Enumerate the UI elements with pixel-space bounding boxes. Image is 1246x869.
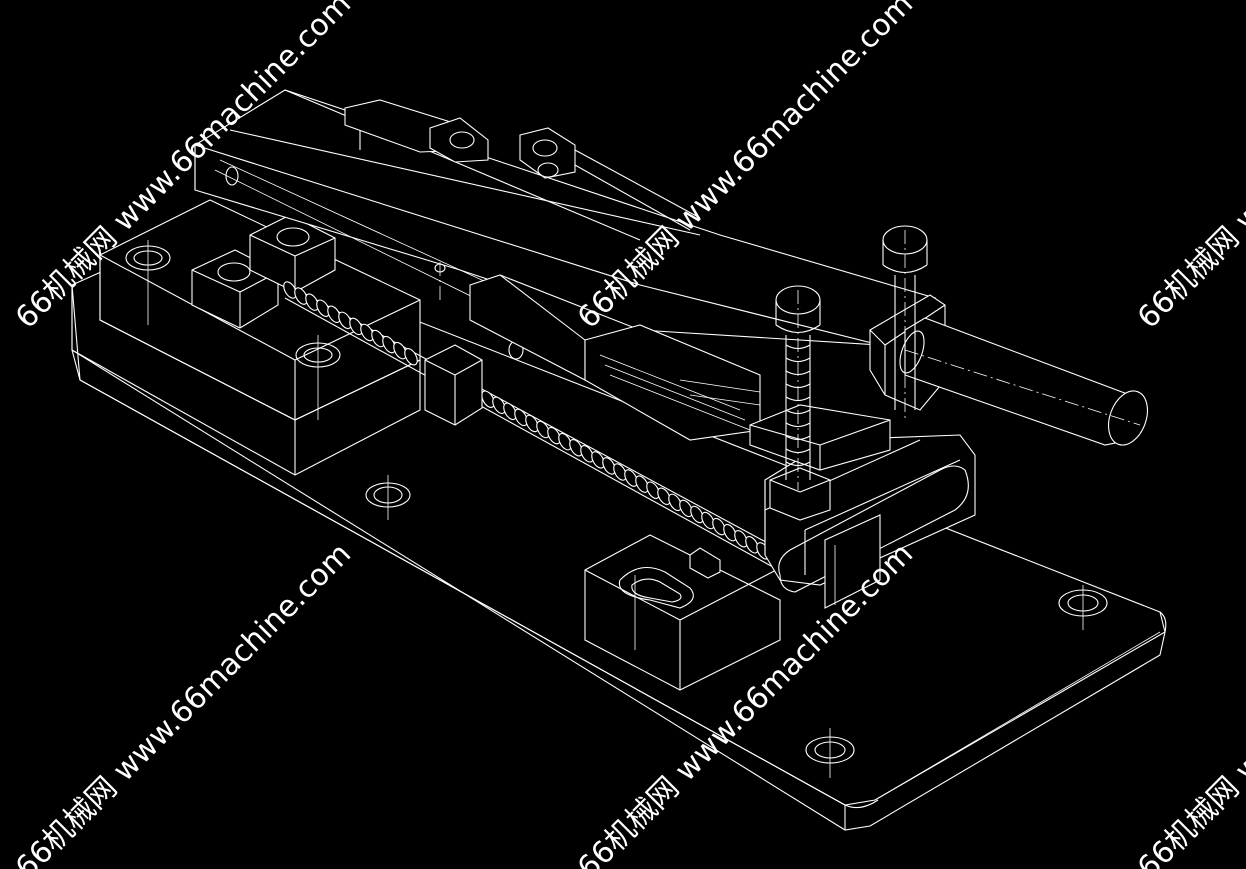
screw-thread bbox=[481, 390, 495, 408]
screw-thread bbox=[316, 299, 330, 317]
right-support-block bbox=[584, 534, 781, 691]
screw-thread bbox=[371, 329, 385, 348]
screw-thread bbox=[569, 438, 583, 457]
toggle-linkage bbox=[344, 99, 701, 231]
screw-thread bbox=[536, 420, 550, 439]
bolt-thread bbox=[785, 344, 811, 350]
screw-thread bbox=[679, 499, 693, 518]
screw-thread bbox=[602, 457, 616, 475]
clamp-bolt-left bbox=[775, 285, 821, 490]
bolt-thread bbox=[785, 357, 811, 363]
screw-thread bbox=[525, 414, 539, 433]
screw-thread bbox=[657, 487, 671, 506]
screw-thread bbox=[327, 305, 341, 324]
screw-thread bbox=[624, 469, 638, 487]
screw-thread bbox=[404, 347, 418, 366]
screw-thread bbox=[591, 451, 605, 469]
screw-thread bbox=[547, 426, 561, 445]
bolt-thread bbox=[785, 409, 811, 415]
screw-thread bbox=[283, 281, 297, 299]
screw-thread bbox=[360, 323, 374, 342]
bolt-thread bbox=[785, 448, 811, 454]
screw-thread bbox=[514, 408, 528, 427]
screw-thread bbox=[745, 536, 759, 554]
screw-thread bbox=[580, 445, 594, 463]
clamp-bolt-right bbox=[882, 225, 928, 420]
screw-thread bbox=[613, 463, 627, 481]
lead-screw bbox=[283, 281, 792, 573]
bolt-thread bbox=[785, 422, 811, 428]
handle-bar bbox=[899, 317, 1148, 446]
screw-thread bbox=[305, 293, 319, 311]
screw-thread bbox=[668, 493, 682, 512]
screw-thread bbox=[349, 317, 363, 336]
screw-thread bbox=[635, 475, 649, 493]
screw-thread bbox=[712, 517, 726, 536]
base-mounting-holes bbox=[365, 475, 1108, 778]
bolt-thread bbox=[785, 435, 811, 441]
screw-thread bbox=[690, 505, 704, 524]
screw-thread bbox=[734, 529, 748, 548]
screw-thread bbox=[294, 287, 308, 305]
bolt-thread bbox=[785, 370, 811, 376]
bolt-thread bbox=[785, 396, 811, 402]
screw-thread bbox=[646, 481, 660, 499]
screw-thread bbox=[701, 511, 715, 530]
bolt-thread bbox=[785, 461, 811, 467]
screw-thread bbox=[382, 335, 396, 354]
screw-thread bbox=[503, 402, 517, 421]
screw-thread bbox=[338, 311, 352, 330]
left-nut-blocks bbox=[191, 214, 336, 329]
clamp-head bbox=[749, 404, 976, 609]
screw-thread bbox=[723, 523, 737, 542]
bolt-thread bbox=[785, 383, 811, 389]
screw-nut bbox=[424, 344, 483, 426]
screw-thread bbox=[492, 396, 506, 415]
screw-thread bbox=[558, 432, 572, 451]
screw-thread bbox=[393, 341, 407, 360]
